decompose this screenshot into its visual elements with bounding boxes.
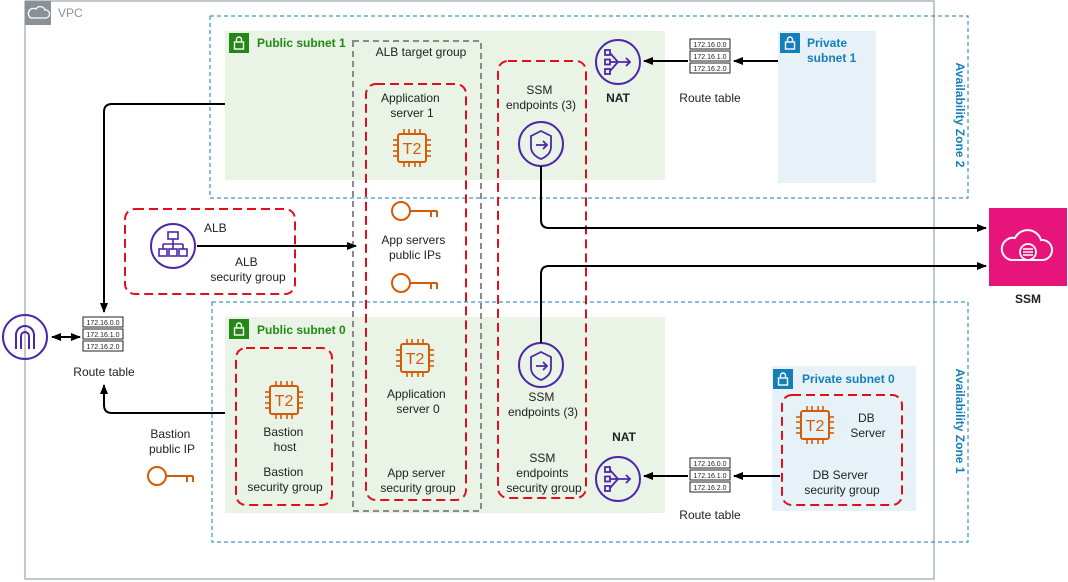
- svg-text:T2: T2: [406, 351, 425, 368]
- app-server-security-group: [365, 83, 467, 501]
- bastion-public-ip-label: Bastion public IP: [149, 427, 195, 456]
- svg-text:172.16.0.0: 172.16.0.0: [86, 320, 119, 327]
- alb-label: ALB: [204, 221, 227, 235]
- route-table-icon: 172.16.0.0 172.16.1.0 172.16.2.0: [689, 38, 731, 74]
- public-subnet-0-label: Public subnet 0: [257, 323, 346, 337]
- key-icon: [147, 466, 194, 486]
- lock-icon: [779, 32, 801, 54]
- route-table-icon: 172.16.0.0 172.16.1.0 172.16.2.0: [689, 457, 731, 493]
- cloud-icon: [25, 1, 51, 25]
- db-server-label: DB Server: [850, 411, 885, 440]
- svg-text:172.16.1.0: 172.16.1.0: [86, 332, 119, 339]
- availability-zone-1: [211, 301, 969, 543]
- app-server-0-label: Application server 0: [387, 387, 449, 416]
- private-subnet-0: [772, 366, 916, 511]
- app-public-ips-label: App servers public IPs: [381, 233, 448, 262]
- lock-icon: [772, 368, 794, 390]
- ssm-endpoints-security-group: [497, 60, 587, 499]
- private-subnet-1: [778, 31, 876, 183]
- private-subnet-0-label: Private subnet 0: [802, 372, 895, 386]
- db-sg-label: DB Server security group: [804, 468, 880, 497]
- db-security-group: [781, 394, 903, 506]
- connectors: [51, 57, 987, 480]
- key-icon: [391, 201, 438, 221]
- lock-icon: [228, 318, 250, 340]
- vpc-container: [24, 0, 935, 580]
- ssm-endpoints-top-label: SSM endpoints (3): [506, 83, 576, 112]
- route-table-top-label: Route table: [679, 91, 741, 105]
- private-subnet-1-label: Private subnet 1: [807, 36, 857, 65]
- svg-text:172.16.2.0: 172.16.2.0: [693, 66, 726, 73]
- t2-instance-icon: T2: [795, 405, 835, 445]
- t2-instance-icon: T2: [395, 338, 435, 378]
- alb-target-group-label: ALB target group: [376, 45, 467, 59]
- svg-text:T2: T2: [403, 141, 422, 158]
- public-subnet-1-label: Public subnet 1: [257, 36, 346, 50]
- app-server-1-label: Application server 1: [381, 91, 443, 120]
- nat-top-label: NAT: [606, 91, 630, 105]
- bastion-security-group: [235, 347, 333, 506]
- alb-target-group: [352, 40, 482, 512]
- az2-label: Availability Zone 2: [953, 63, 967, 168]
- svg-text:172.16.0.0: 172.16.0.0: [693, 461, 726, 468]
- nat-bottom-label: NAT: [612, 430, 636, 444]
- load-balancer-icon: [150, 223, 196, 269]
- bastion-host-label: Bastion host: [263, 425, 306, 454]
- svg-text:172.16.2.0: 172.16.2.0: [693, 485, 726, 492]
- ssm-endpoint-bottom-to-ssm-arrow: [540, 262, 987, 343]
- route-table-left-label: Route table: [73, 365, 135, 379]
- key-icon: [391, 273, 438, 293]
- public-subnet-1-to-route-table-arrow: [100, 103, 225, 313]
- alb-sg-label: ALB security group: [210, 255, 286, 284]
- svg-text:172.16.0.0: 172.16.0.0: [693, 42, 726, 49]
- svg-text:172.16.1.0: 172.16.1.0: [693, 54, 726, 61]
- bastion-to-route-table-arrow: [100, 384, 225, 414]
- ssm-service-icon: [989, 208, 1067, 286]
- internet-gateway-icon: [2, 314, 48, 360]
- public-subnet-0: [225, 317, 665, 513]
- availability-zone-2: [209, 15, 969, 199]
- app-sg-label: App server security group: [380, 466, 456, 495]
- ssm-sg-label: SSM endpoints security group: [506, 451, 582, 495]
- public-subnet-1: [225, 31, 665, 180]
- ssm-service-label: SSM: [1015, 292, 1041, 306]
- t2-instance-icon: T2: [392, 128, 432, 168]
- route-table-bottom-label: Route table: [679, 508, 741, 522]
- t2-instance-icon: T2: [264, 380, 304, 420]
- vpc-label: VPC: [58, 6, 83, 20]
- route-table-icon: 172.16.0.0 172.16.1.0 172.16.2.0: [82, 316, 124, 352]
- bastion-sg-label: Bastion security group: [247, 465, 323, 494]
- az1-label: Availability Zone 1: [953, 369, 967, 474]
- svg-text:172.16.2.0: 172.16.2.0: [86, 344, 119, 351]
- svg-text:T2: T2: [806, 418, 825, 435]
- ssm-endpoint-top-to-ssm-arrow: [540, 166, 987, 232]
- ssm-endpoints-bottom-label: SSM endpoints (3): [508, 390, 578, 419]
- svg-text:T2: T2: [275, 393, 294, 410]
- alb-security-group: [124, 208, 296, 295]
- lock-icon: [228, 32, 250, 54]
- svg-text:172.16.1.0: 172.16.1.0: [693, 473, 726, 480]
